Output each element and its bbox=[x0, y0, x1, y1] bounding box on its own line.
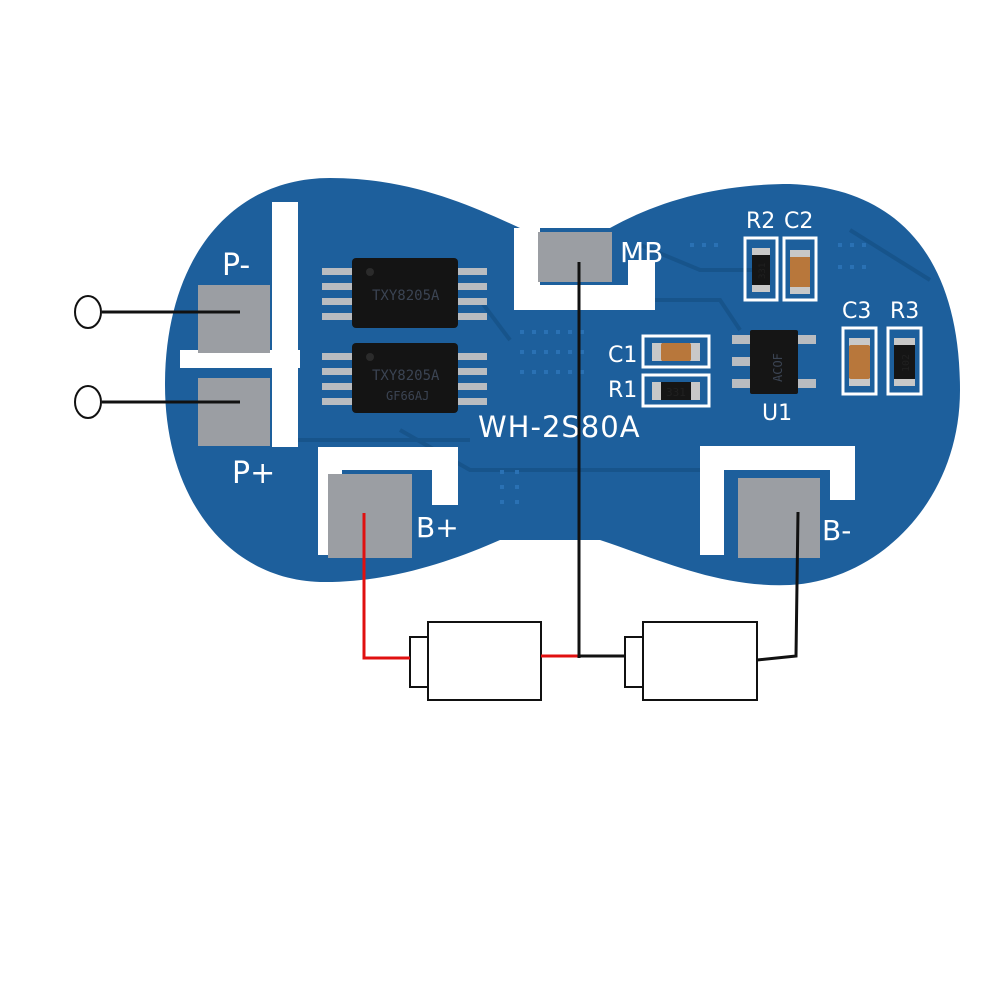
c2-capacitor bbox=[790, 256, 810, 288]
r2-resistor bbox=[752, 254, 770, 286]
r3-resistor bbox=[894, 345, 915, 379]
wire-b-plus-red bbox=[362, 513, 410, 660]
r1-resistor bbox=[661, 382, 691, 400]
label-c2: C2 bbox=[784, 209, 813, 234]
c2-silk-box bbox=[782, 236, 818, 302]
r3-silk-box bbox=[886, 326, 923, 396]
mosfet-chip-2: TXY8205A GF66AJ bbox=[322, 343, 487, 413]
wire-b-minus-black bbox=[756, 511, 800, 662]
mosfet-2-marking: TXY8205A bbox=[372, 368, 440, 384]
terminal-p-plus-circle bbox=[74, 385, 102, 419]
via-dots bbox=[500, 243, 866, 519]
r2-value: 331 bbox=[758, 263, 768, 279]
b-plus-pad bbox=[328, 474, 412, 558]
label-r3: R3 bbox=[890, 299, 919, 324]
u1-marking: ACOF bbox=[771, 353, 785, 382]
battery-cell-2 bbox=[624, 621, 758, 701]
c1-capacitor bbox=[661, 343, 691, 361]
r1-value: 331 bbox=[666, 386, 686, 399]
label-b-minus: B- bbox=[822, 514, 851, 547]
mosfet-chip-1: TXY8205A bbox=[322, 258, 487, 328]
label-r1: R1 bbox=[608, 378, 637, 403]
label-c1: C1 bbox=[608, 343, 637, 368]
label-p-minus: P- bbox=[222, 248, 250, 283]
p-plus-pad bbox=[198, 378, 270, 446]
c3-silk-box bbox=[841, 326, 878, 396]
label-mb: MB bbox=[620, 236, 663, 269]
terminal-p-minus-circle bbox=[74, 295, 102, 329]
p-minus-pad bbox=[198, 285, 270, 353]
output-terminals bbox=[74, 295, 240, 419]
mosfet-1-marking: TXY8205A bbox=[372, 288, 440, 304]
label-c3: C3 bbox=[842, 299, 871, 324]
label-u1: U1 bbox=[762, 401, 792, 426]
u1-chip: ACOF bbox=[732, 330, 816, 394]
r3-value: 102 bbox=[901, 354, 912, 372]
mosfet-2-code: GF66AJ bbox=[386, 389, 429, 403]
label-b-plus: B+ bbox=[416, 511, 459, 544]
mb-pad bbox=[538, 232, 612, 282]
c3-capacitor bbox=[849, 345, 870, 379]
c1-silk-box bbox=[641, 334, 711, 369]
label-p-plus: P+ bbox=[232, 456, 275, 491]
r1-silk-box bbox=[641, 373, 711, 408]
mb-silk-frame bbox=[514, 228, 655, 310]
b-minus-silk-frame bbox=[700, 446, 855, 555]
p-terminal-silk bbox=[180, 202, 300, 447]
b-minus-pad bbox=[738, 478, 820, 558]
battery-cell-1 bbox=[409, 621, 542, 701]
r2-silk-box bbox=[743, 236, 779, 302]
label-r2: R2 bbox=[746, 209, 775, 234]
board-model-label: WH-2S80A bbox=[478, 410, 641, 444]
